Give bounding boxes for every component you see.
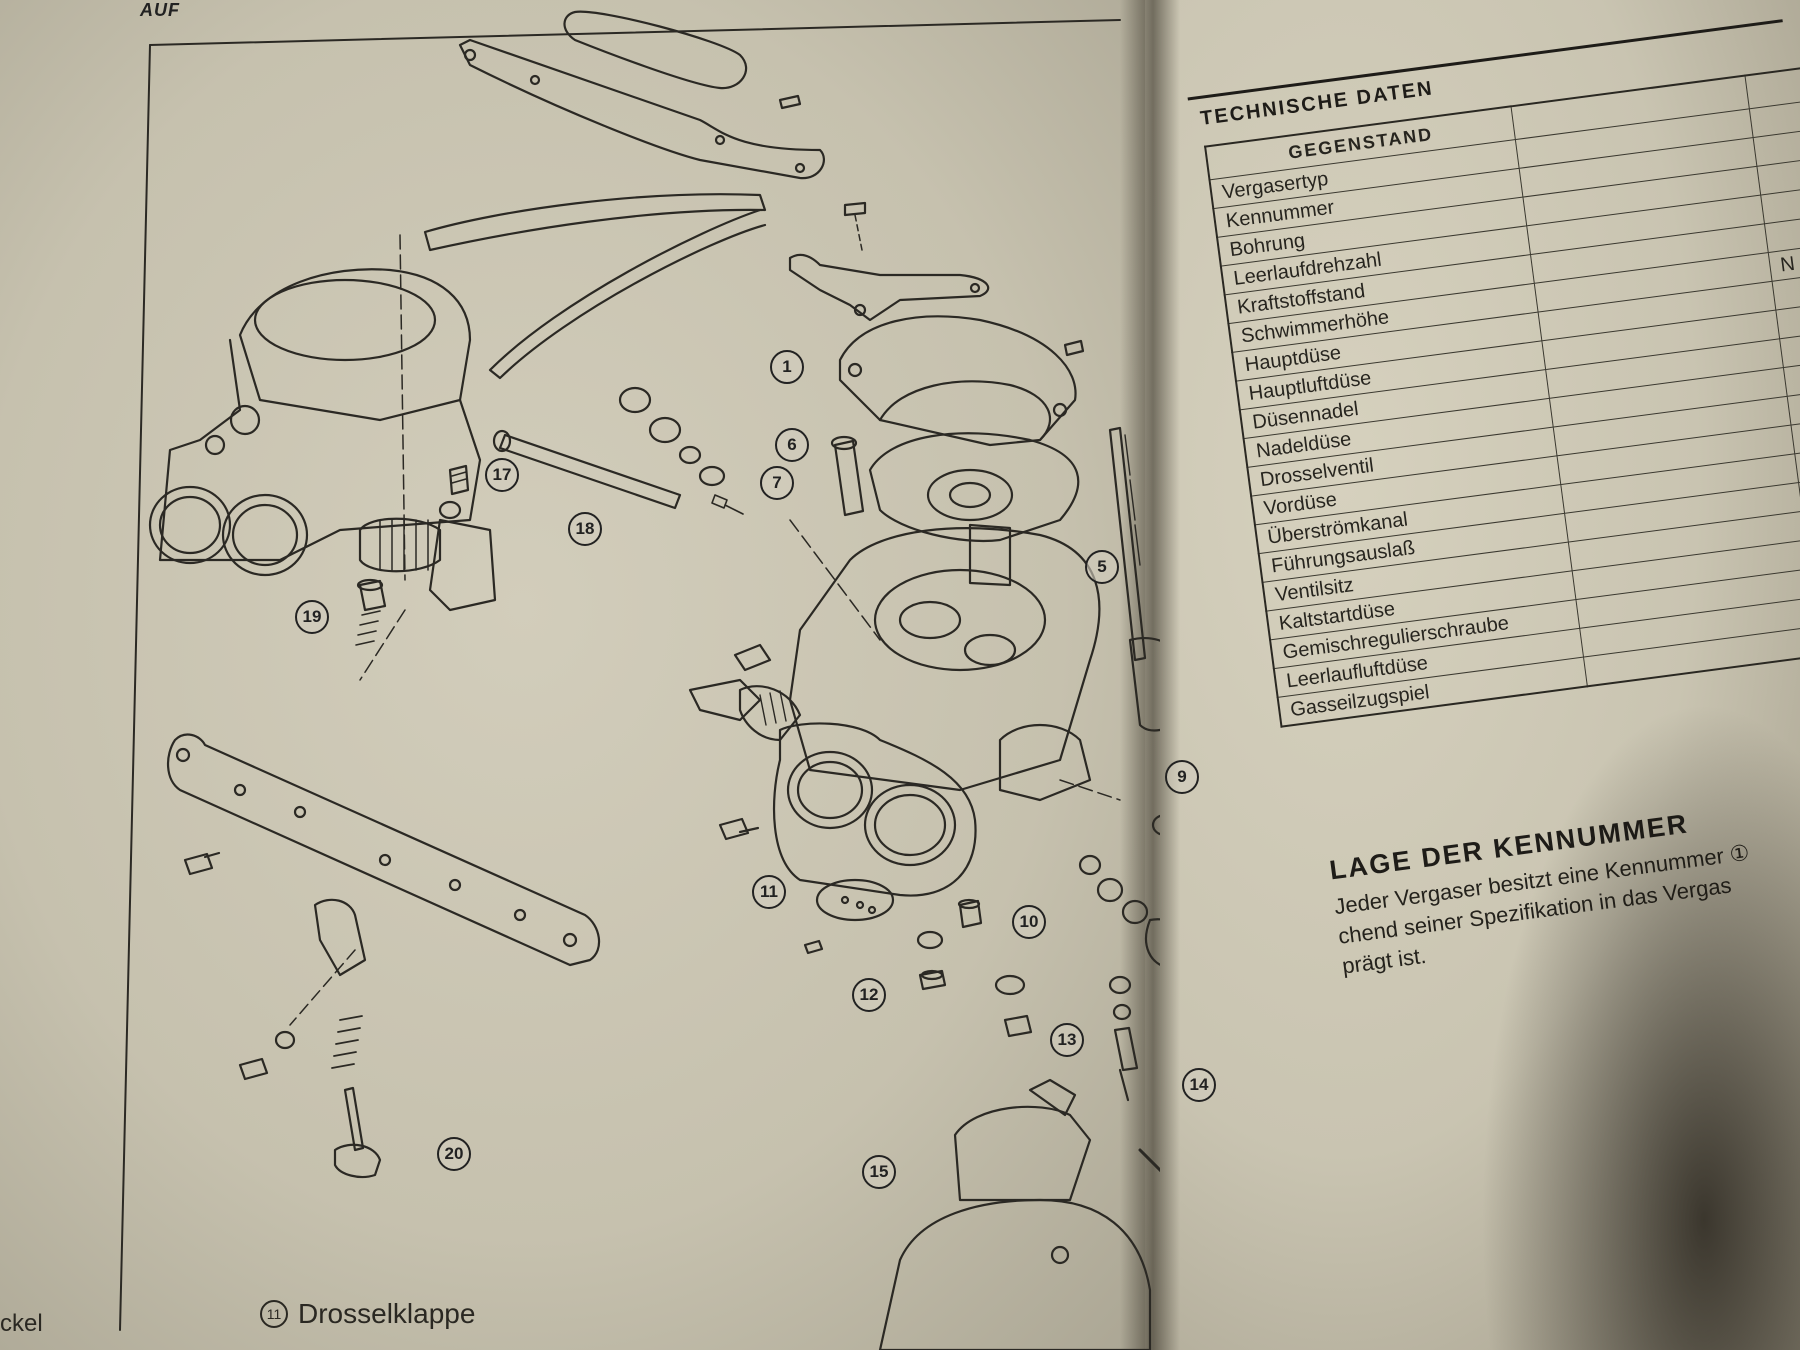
callout-11: 11	[752, 875, 786, 909]
left-page	[0, 0, 1160, 1350]
caption-drosselklappe: 11 Drosselklappe	[260, 1298, 475, 1330]
caption-text: Drosselklappe	[298, 1298, 476, 1329]
callout-10: 10	[1012, 905, 1046, 939]
caption-edge-fragment: ckel	[0, 1310, 43, 1337]
callout-18: 18	[568, 512, 602, 546]
book-spine	[1120, 0, 1180, 1350]
callout-5: 5	[1085, 550, 1119, 584]
carburetor-exploded-diagram	[0, 0, 1160, 1350]
hand-shadow	[1480, 700, 1800, 1350]
callout-19: 19	[295, 600, 329, 634]
callout-12: 12	[852, 978, 886, 1012]
callout-17: 17	[485, 458, 519, 492]
callout-6: 6	[775, 428, 809, 462]
callout-14: 14	[1182, 1068, 1216, 1102]
spec-table: GEGENSTAND Vergasertyp Kennummer Bohrung…	[1204, 64, 1800, 728]
callout-7: 7	[760, 466, 794, 500]
callout-9: 9	[1165, 760, 1199, 794]
callout-1: 1	[770, 350, 804, 384]
page-header-fragment: AUF	[140, 0, 180, 20]
callout-13: 13	[1050, 1023, 1084, 1057]
callout-20: 20	[437, 1137, 471, 1171]
callout-15: 15	[862, 1155, 896, 1189]
caption-number: 11	[260, 1300, 288, 1328]
